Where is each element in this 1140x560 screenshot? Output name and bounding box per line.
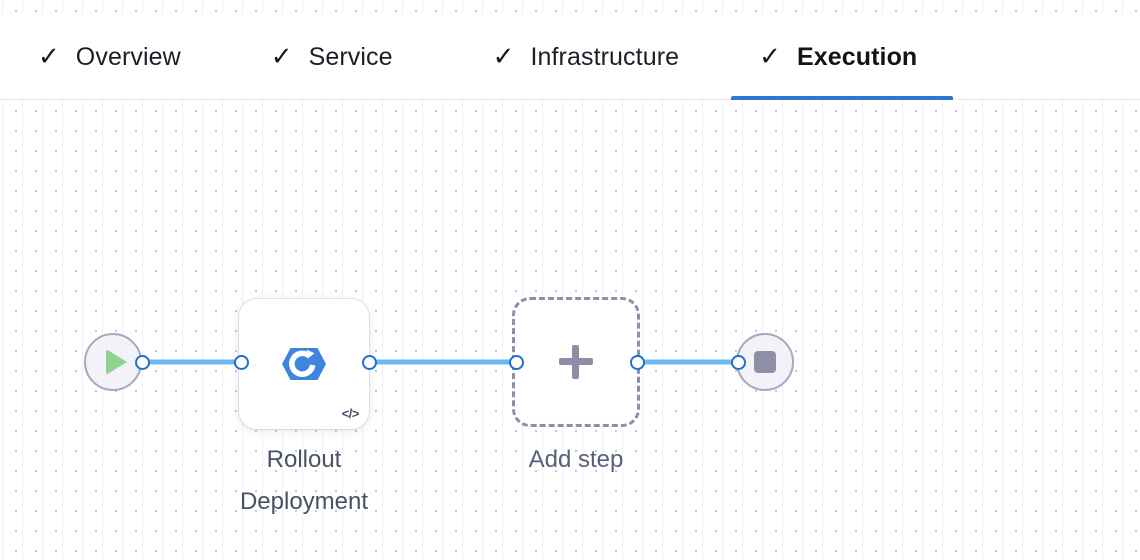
rollout-deployment-node[interactable]: </> — [239, 299, 369, 429]
pipeline-wizard-tabs: ✓ Overview ✓ Service ✓ Infrastructure ✓ … — [0, 14, 1140, 100]
pipeline-flow-area: </> Rollout Deployment Add step — [0, 100, 1140, 560]
play-icon — [105, 349, 127, 375]
rollout-node-output-port[interactable] — [362, 355, 377, 370]
tab-infrastructure[interactable]: ✓ Infrastructure — [493, 14, 679, 100]
stop-icon — [754, 351, 776, 373]
add-step-node[interactable] — [512, 297, 640, 427]
tab-execution-underline — [731, 96, 954, 100]
add-step-label: Add step — [528, 446, 624, 473]
tab-execution-label: Execution — [796, 42, 918, 71]
start-node[interactable] — [84, 333, 142, 391]
tab-infrastructure-underline — [493, 96, 679, 100]
tab-service[interactable]: ✓ Service — [271, 14, 393, 100]
tab-service-label: Service — [308, 42, 393, 71]
rollout-node-input-port[interactable] — [234, 355, 249, 370]
start-node-output-port[interactable] — [135, 355, 150, 370]
check-icon: ✓ — [759, 41, 781, 71]
add-step-input-port[interactable] — [509, 355, 524, 370]
check-icon: ✓ — [270, 41, 293, 71]
end-node-circle[interactable] — [736, 333, 794, 391]
code-icon: </> — [341, 406, 360, 421]
check-icon: ✓ — [492, 41, 515, 71]
rollout-deployment-icon — [282, 348, 326, 380]
tab-overview[interactable]: ✓ Overview — [38, 14, 181, 100]
check-icon: ✓ — [38, 41, 60, 71]
start-node-circle[interactable] — [84, 333, 142, 391]
tab-overview-label: Overview — [75, 42, 181, 71]
add-step-output-port[interactable] — [630, 355, 645, 370]
tab-execution[interactable]: ✓ Execution — [731, 14, 954, 100]
tab-overview-underline — [38, 96, 181, 100]
rollout-deployment-label: Rollout Deployment — [239, 446, 369, 515]
tab-service-underline — [271, 96, 393, 100]
end-node[interactable] — [736, 333, 794, 391]
end-node-input-port[interactable] — [731, 355, 746, 370]
plus-icon — [559, 345, 593, 379]
tab-infrastructure-label: Infrastructure — [530, 42, 680, 71]
